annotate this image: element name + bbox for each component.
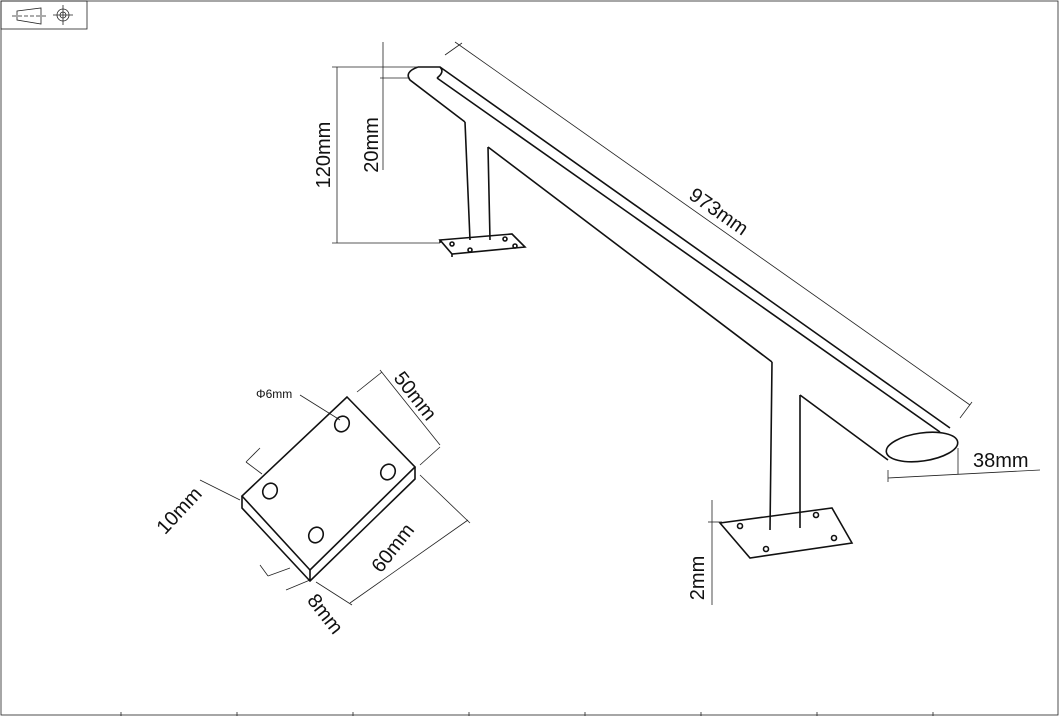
hole-offset-label: 10mm [153,483,207,539]
hole-diameter-label: Φ6mm [256,387,292,401]
plate-thickness-label: 2mm [687,556,709,600]
mounting-hole [333,415,351,433]
rail-height-label: 120mm [313,122,335,189]
base-plate-detail [240,395,417,583]
plate-length-label: 60mm [367,520,419,577]
crosshair-target-icon [53,5,73,25]
rail-end-profile [885,431,959,463]
right-base-plate [718,507,854,559]
projection-cone-icon [12,7,46,25]
mounting-hole [261,482,279,500]
plate-width-label: 50mm [389,368,441,425]
handrail [407,66,959,559]
title-block [0,0,88,30]
dimension-lines [199,41,1041,606]
mounting-hole [379,463,397,481]
rail-width-label: 38mm [973,450,1029,472]
rail-length-label: 973mm [685,184,752,240]
border-ticks [120,712,934,716]
rail-drop-label: 20mm [361,117,383,173]
mounting-hole [307,526,325,544]
left-base-plate [438,233,527,255]
